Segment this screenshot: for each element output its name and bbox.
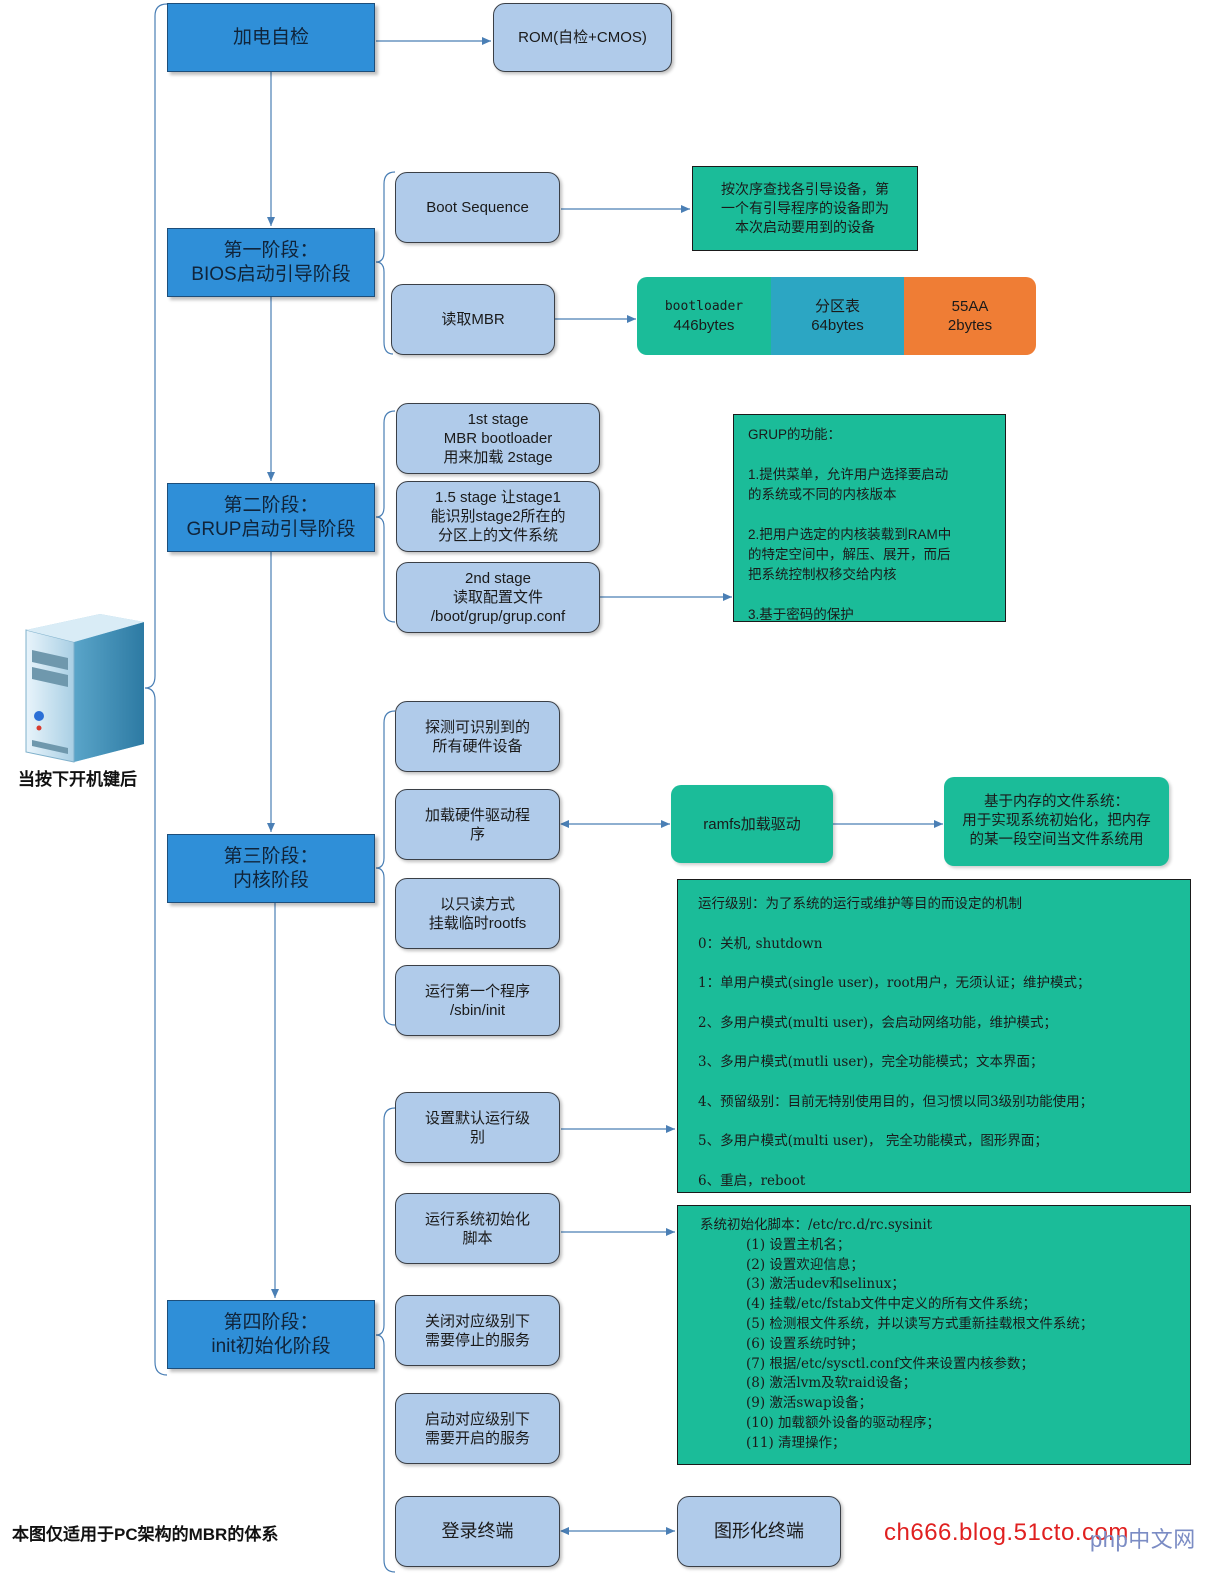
watermark-text: ch666.blog.51cto.com [884,1519,1129,1546]
runlevel-line: 3、多用户模式(mutli user)，完全功能模式；文本界面； [698,1054,1044,1070]
runlevel-line: 1：单用户模式(single user)，root用户，无须认证；维护模式； [698,975,1091,991]
sysinit-panel: 系统初始化脚本：/etc/rc.d/rc.sysinit (1) 设置主机名； … [677,1205,1191,1465]
sysinit-line: (3) 激活udev和selinux； [746,1276,905,1293]
watermark-overlay: php中文网 [1090,1522,1196,1554]
detect-hardware-node[interactable]: 探测可识别到的 所有硬件设备 [395,701,560,772]
mbr-part-size: 446bytes [673,317,735,334]
load-drivers-node[interactable]: 加载硬件驱动程 序 [395,789,560,860]
grub-bracket [375,410,396,623]
boot-sequence-node[interactable]: Boot Sequence [395,172,560,243]
stop-services-node[interactable]: 关闭对应级别下 需要停止的服务 [395,1295,560,1366]
run-init-node[interactable]: 运行第一个程序 /sbin/init [395,965,560,1036]
grub-function-line: GRUP的功能： [748,427,842,442]
runlevel-line: 4、预留级别：目前无特别使用目的，但习惯以同3级别功能使用； [698,1093,1094,1110]
mbr-bootloader-block: bootloader 446bytes [637,277,771,355]
sysinit-line: (8) 激活lvm及软raid设备； [746,1375,917,1392]
gui-terminal-node[interactable]: 图形化终端 [677,1496,841,1567]
sysinit-line: (11) 清理操作； [746,1434,846,1451]
sysinit-line: (6) 设置系统时钟； [746,1335,864,1352]
mbr-part-name: 分区表 [814,298,860,315]
sysinit-line: (9) 激活swap设备； [746,1395,873,1412]
grub-function-line [748,445,1005,465]
grub-function-line: 把系统控制权移交给内核 [748,567,897,582]
watermark: ch666.blog.51cto.com [884,1519,1129,1547]
grub-function-line [748,505,1005,525]
mount-rootfs-node[interactable]: 以只读方式 挂载临时rootfs [395,878,560,949]
start-services-node[interactable]: 启动对应级别下 需要开启的服务 [395,1393,560,1464]
mbr-part-size: 2bytes [947,317,993,334]
runlevel-line: 运行级别：为了系统的运行或维护等目的而设定的机制 [698,896,1022,912]
grub-function-line: 的特定空间中，解压、展开，而后 [748,547,951,562]
ramfs-note: 基于内存的文件系统： 用于实现系统初始化，把内存 的某一段空间当文件系统用 [944,777,1169,866]
grub-function-line: 1.提供菜单，允许用户选择要启动 [748,467,949,482]
ramfs-node[interactable]: ramfs加载驱动 [671,785,833,863]
footer-note: 本图仅适用于PC架构的MBR的体系 [12,1525,279,1544]
grub-function-line: 2.把用户选定的内核装载到RAM中 [748,527,952,542]
sysinit-line: (5) 检测根文件系统，并以读写方式重新挂载根文件系统； [746,1315,1094,1332]
mbr-part-name: bootloader [664,299,744,314]
grub-stage15-node[interactable]: 1.5 stage 让stage1 能识别stage2所在的 分区上的文件系统 [396,481,600,552]
grub-function-line: 3.基于密码的保护 [748,607,854,622]
stage-power-on[interactable]: 加电自检 [167,3,375,72]
runlevel-line: 2、多用户模式(multi user)，会启动网络功能，维护模式； [698,1014,1058,1031]
main-bracket [144,3,168,1376]
grub-function-line: 的系统或不同的内核版本 [748,487,897,502]
bios-bracket [375,171,396,355]
server-caption: 当按下开机键后 [18,770,137,789]
sysinit-line: (1) 设置主机名； [746,1236,851,1253]
runlevels-panel: 运行级别：为了系统的运行或维护等目的而设定的机制 0：关机, shutdown … [677,879,1191,1193]
stage-grub[interactable]: 第二阶段： GRUP启动引导阶段 [167,483,375,552]
login-terminal-node[interactable]: 登录终端 [395,1496,560,1567]
sysinit-line: (4) 挂载/etc/fstab文件中定义的所有文件系统； [746,1296,1037,1313]
mbr-signature-block: 55AA 2bytes [904,277,1036,355]
boot-sequence-note: 按次序查找各引导设备，第 一个有引导程序的设备即为 本次启动要用到的设备 [692,166,918,251]
sysinit-line: (2) 设置欢迎信息； [746,1256,864,1273]
watermark-overlay-text: php中文网 [1090,1527,1196,1552]
sysinit-line: 系统初始化脚本：/etc/rc.d/rc.sysinit [700,1217,933,1233]
stage-kernel[interactable]: 第三阶段： 内核阶段 [167,834,375,903]
stage-init[interactable]: 第四阶段： init初始化阶段 [167,1300,375,1369]
set-runlevel-node[interactable]: 设置默认运行级 别 [395,1092,560,1163]
mbr-part-name: 55AA [951,298,989,315]
kernel-bracket [375,710,396,1026]
rom-node[interactable]: ROM(自检+CMOS) [493,3,672,72]
mbr-partition-table-block: 分区表 64bytes [771,277,904,355]
grub-stage1-node[interactable]: 1st stage MBR bootloader 用来加载 2stage [396,403,600,474]
sysinit-line: (10) 加载额外设备的驱动程序； [746,1414,941,1431]
server-icon [20,612,148,764]
runlevel-line: 0：关机, shutdown [698,935,823,952]
init-bracket [375,1107,396,1573]
run-sysinit-node[interactable]: 运行系统初始化 脚本 [395,1193,560,1264]
grub-function-line [748,585,1005,605]
runlevel-line: 6、重启，reboot [698,1172,806,1189]
read-mbr-node[interactable]: 读取MBR [391,284,555,355]
runlevel-line: 5、多用户模式(multi user)， 完全功能模式，图形界面； [698,1133,1048,1149]
stage-bios[interactable]: 第一阶段： BIOS启动引导阶段 [167,228,375,297]
sysinit-line: (7) 根据/etc/sysctl.conf文件来设置内核参数； [746,1355,1034,1372]
grub-stage2-node[interactable]: 2nd stage 读取配置文件 /boot/grup/grup.conf [396,562,600,633]
grub-function-panel: GRUP的功能： 1.提供菜单，允许用户选择要启动 的系统或不同的内核版本 2.… [733,414,1006,622]
mbr-part-size: 64bytes [811,317,864,334]
